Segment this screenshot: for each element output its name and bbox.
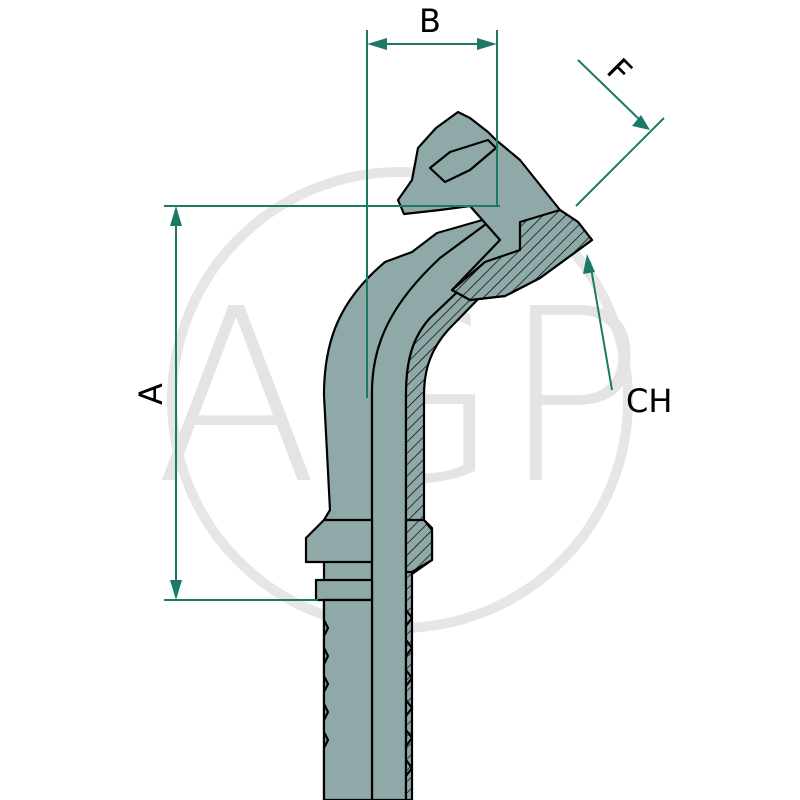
hose-tail [322, 598, 414, 800]
dimension-label-b: B [419, 2, 441, 40]
dimension-label-a: A [132, 383, 170, 405]
hex-collar-right [404, 518, 434, 574]
dimension-label-ch: CH [626, 382, 672, 420]
groove-ring [314, 578, 374, 602]
dimension-label-f: F [599, 51, 639, 91]
dimension-lines [164, 30, 665, 601]
hex-collar [304, 518, 374, 564]
swivel-nut-section [450, 208, 594, 302]
